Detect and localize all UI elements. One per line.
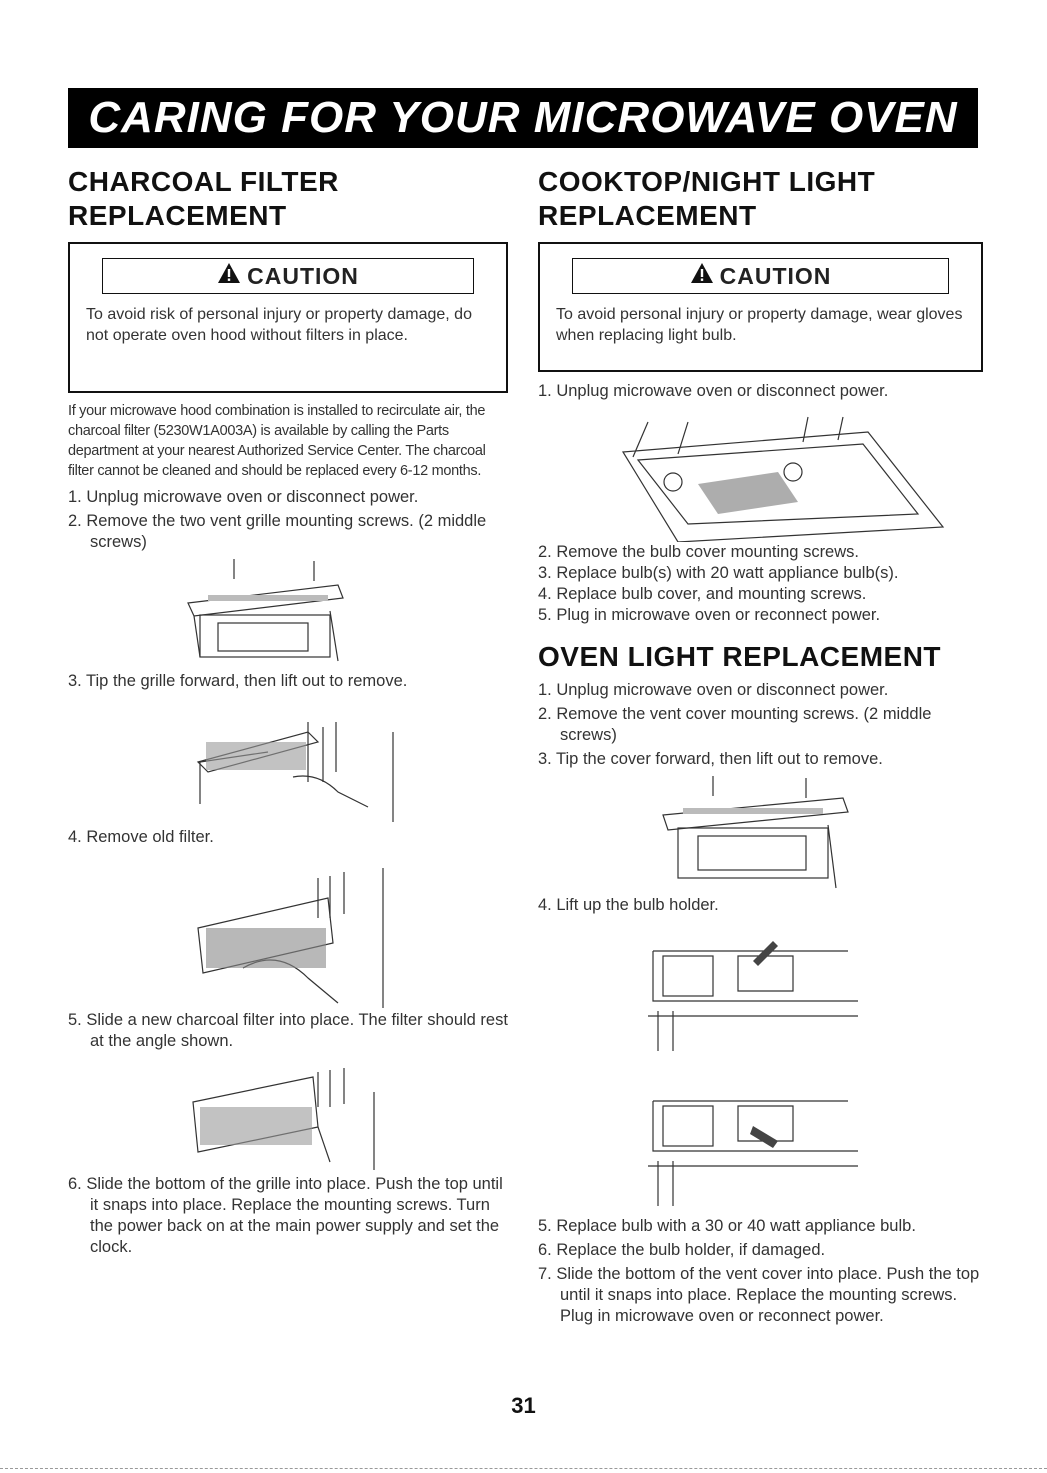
cooktop-step-4: 4. Replace bulb cover, and mounting scre… xyxy=(538,585,867,603)
oven-light-steps-a: 1. Unplug microwave oven or disconnect p… xyxy=(538,680,983,770)
oven-step-4: 4. Lift up the bulb holder. xyxy=(538,896,719,914)
caution-label: CAUTION xyxy=(719,262,832,289)
oven-step-2: 2. Remove the vent cover mounting screws… xyxy=(538,705,932,744)
caution-box: CAUTION To avoid risk of personal injury… xyxy=(68,242,508,393)
vent-cover-illustration xyxy=(662,776,849,889)
oven-light-heading: OVEN LIGHT REPLACEMENT xyxy=(538,641,942,672)
cooktop-step-1-list: 1. Unplug microwave oven or disconnect p… xyxy=(538,381,983,402)
oven-light-steps-b: 5. Replace bulb with a 30 or 40 watt app… xyxy=(538,1216,983,1327)
oven-step-1: 1. Unplug microwave oven or disconnect p… xyxy=(538,681,889,699)
step-4: 4. Remove old filter. xyxy=(68,828,214,846)
step-6: 6. Slide the bottom of the grille into p… xyxy=(68,1175,503,1256)
cooktop-light-heading: COOKTOP/NIGHT LIGHT REPLACEMENT xyxy=(538,165,983,233)
cooktop-steps: 2. Remove the bulb cover mounting screws… xyxy=(538,542,983,626)
page-number: 31 xyxy=(511,1393,536,1418)
charcoal-filter-steps: 1. Unplug microwave oven or disconnect p… xyxy=(68,487,508,553)
step-1: 1. Unplug microwave oven or disconnect p… xyxy=(68,488,419,506)
remove-filter-illustration xyxy=(197,868,384,1008)
step-3-list: 3. Tip the grille forward, then lift out… xyxy=(68,671,508,692)
caution-box: CAUTION To avoid personal injury or prop… xyxy=(538,242,983,372)
cooktop-step-3: 3. Replace bulb(s) with 20 watt applianc… xyxy=(538,564,899,582)
oven-step-7: 7. Slide the bottom of the vent cover in… xyxy=(538,1265,980,1325)
charcoal-filter-heading: CHARCOAL FILTER REPLACEMENT xyxy=(68,165,508,233)
oven-step-3: 3. Tip the cover forward, then lift out … xyxy=(538,750,883,768)
cooktop-step-5: 5. Plug in microwave oven or reconnect p… xyxy=(538,606,881,624)
heading-line-1: CHARCOAL FILTER xyxy=(68,166,339,197)
left-column: CHARCOAL FILTER REPLACEMENT CAUTION To a… xyxy=(68,165,508,1258)
step-5: 5. Slide a new charcoal filter into plac… xyxy=(68,1011,508,1050)
cooktop-step-2: 2. Remove the bulb cover mounting screws… xyxy=(538,543,859,561)
oven-step-4-list: 4. Lift up the bulb holder. xyxy=(538,895,983,916)
heading-line-2: REPLACEMENT xyxy=(538,200,757,231)
warning-triangle-icon xyxy=(690,262,714,290)
cooktop-step-1: 1. Unplug microwave oven or disconnect p… xyxy=(538,382,889,400)
oven-step-5: 5. Replace bulb with a 30 or 40 watt app… xyxy=(538,1217,916,1235)
new-filter-illustration xyxy=(192,1068,375,1170)
step-4-list: 4. Remove old filter. xyxy=(68,827,508,848)
step-6-list: 6. Slide the bottom of the grille into p… xyxy=(68,1174,508,1258)
caution-title: CAUTION xyxy=(572,258,949,294)
warning-triangle-icon xyxy=(217,262,241,290)
oven-step-6: 6. Replace the bulb holder, if damaged. xyxy=(538,1241,826,1259)
heading-line-1: COOKTOP/NIGHT LIGHT xyxy=(538,166,876,197)
step-5-list: 5. Slide a new charcoal filter into plac… xyxy=(68,1010,508,1052)
charcoal-filter-intro: If your microwave hood combination is in… xyxy=(68,403,486,479)
tip-grille-illustration xyxy=(196,722,394,822)
heading-line-2: REPLACEMENT xyxy=(68,200,287,231)
caution-title: CAUTION xyxy=(102,258,474,294)
bottom-rule xyxy=(0,1468,1047,1469)
cooktop-light-illustration xyxy=(621,416,945,542)
right-column: COOKTOP/NIGHT LIGHT REPLACEMENT CAUTION … xyxy=(538,165,983,1327)
bulb-holder-illustration xyxy=(648,941,858,1206)
caution-text: To avoid risk of personal injury or prop… xyxy=(86,306,472,344)
caution-text: To avoid personal injury or property dam… xyxy=(556,306,963,344)
caution-label: CAUTION xyxy=(247,262,359,289)
step-2: 2. Remove the two vent grille mounting s… xyxy=(68,512,487,551)
vent-grille-screws-illustration xyxy=(187,559,344,662)
step-3: 3. Tip the grille forward, then lift out… xyxy=(68,672,408,690)
page-banner: CARING FOR YOUR MICROWAVE OVEN xyxy=(68,88,978,148)
